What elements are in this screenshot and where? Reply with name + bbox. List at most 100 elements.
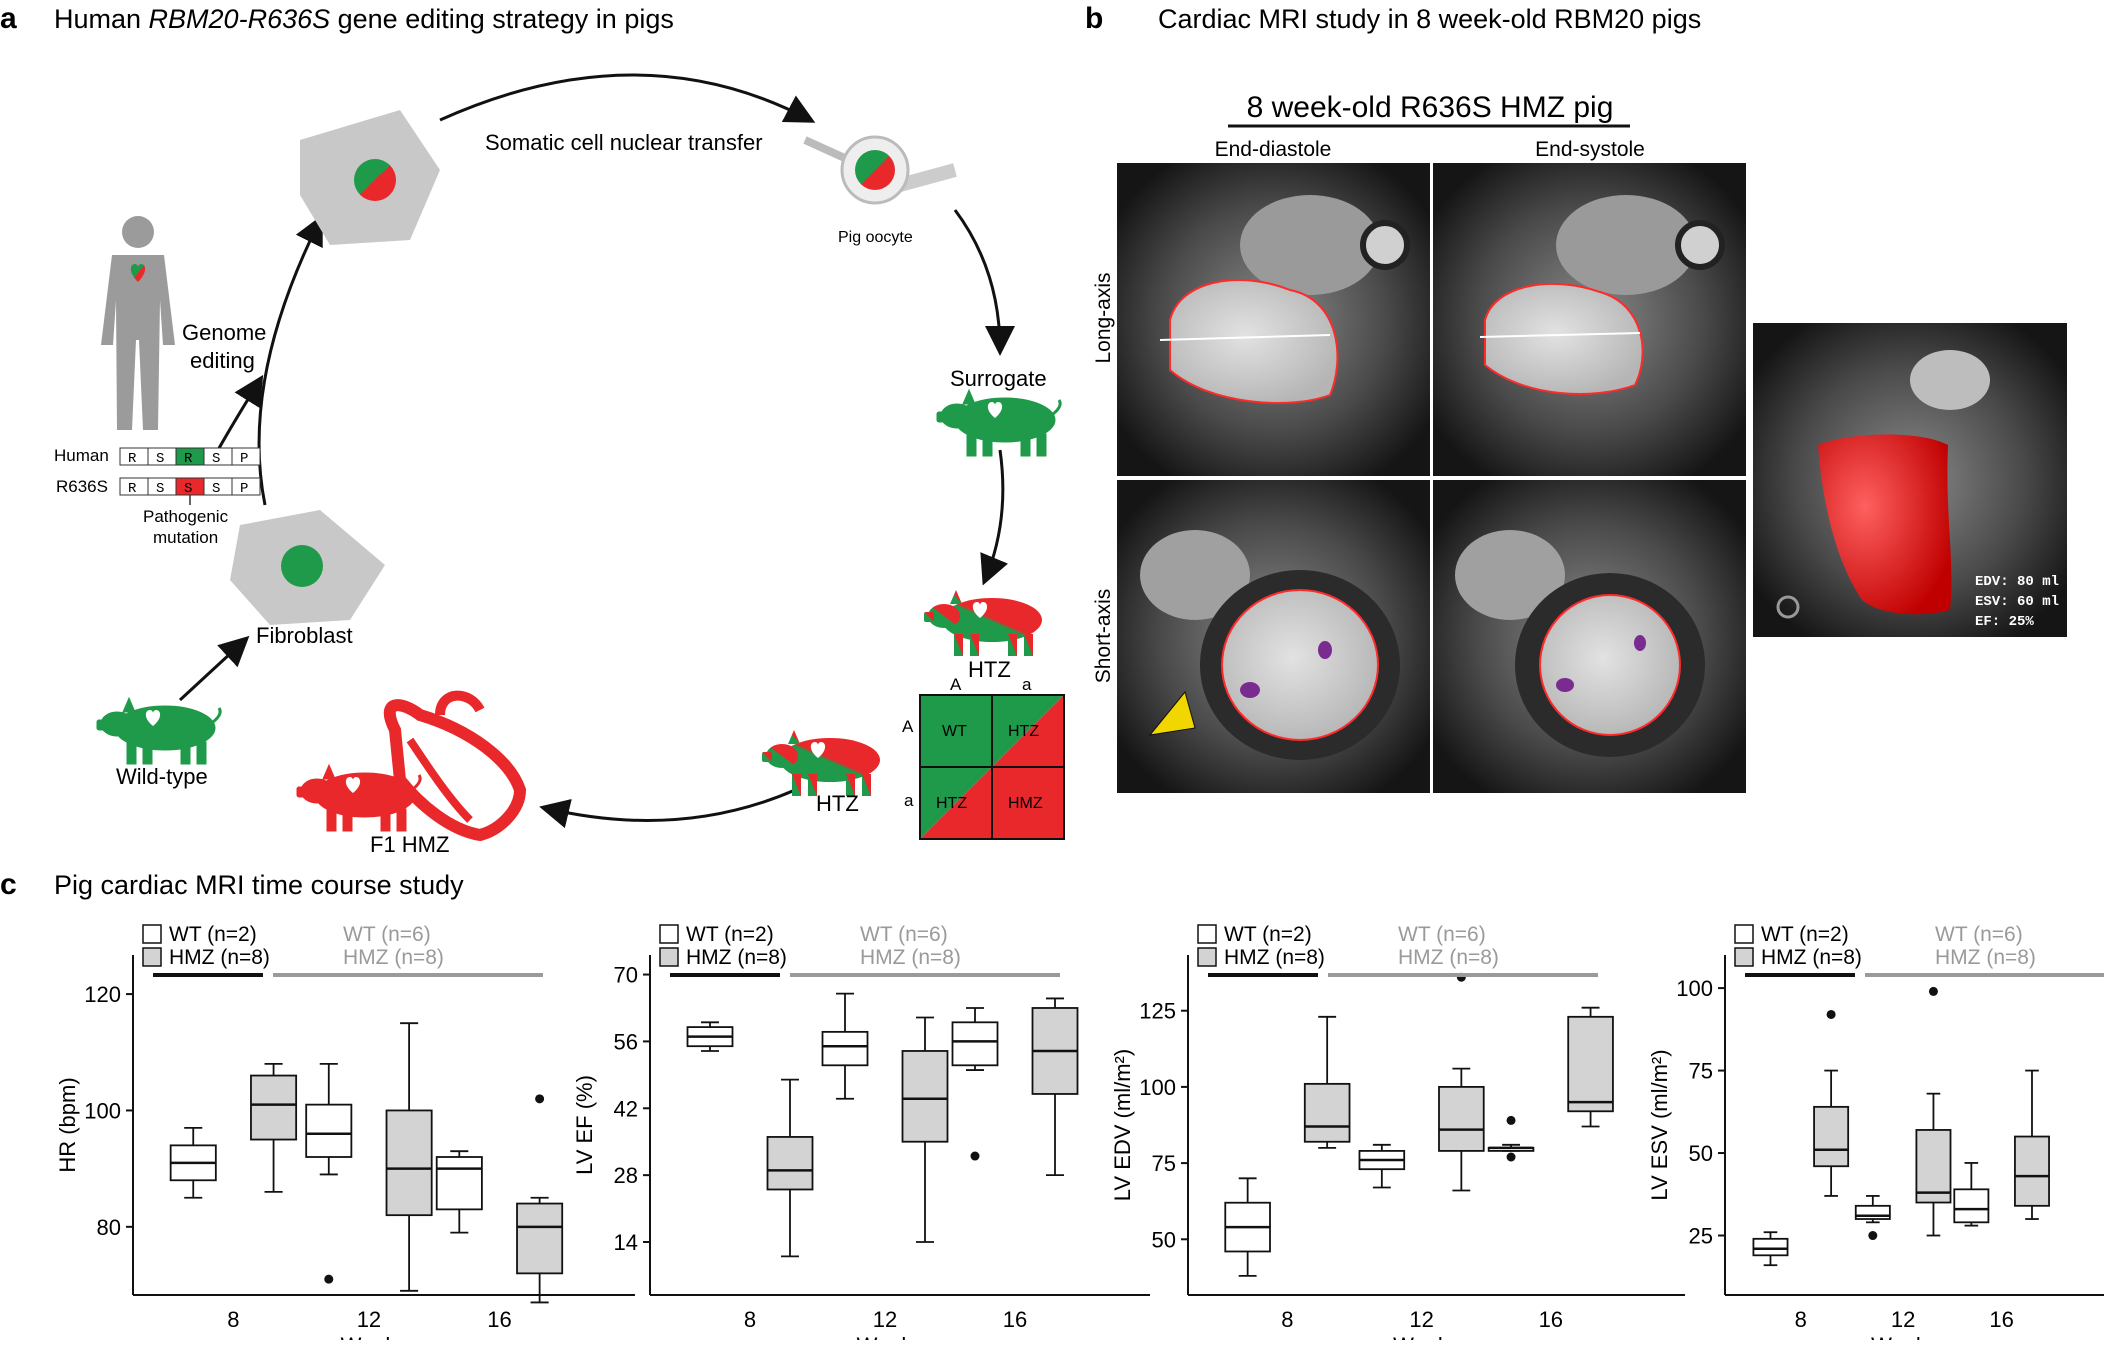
y-tick-label: 50	[1152, 1227, 1176, 1252]
mut-seq-4: S	[212, 481, 220, 497]
surrogate-pig	[935, 388, 1062, 458]
human-seq-1: R	[128, 451, 137, 467]
panel-c-title: Pig cardiac MRI time course study	[54, 870, 464, 900]
punnett-row-a1: A	[902, 717, 914, 736]
legend-hmz8: HMZ (n=8)	[169, 946, 270, 969]
arrow-to-htz	[980, 449, 1009, 586]
f1-hmz-label: F1 HMZ	[370, 832, 449, 857]
box-hmz	[385, 1109, 433, 1217]
htz-pig-left	[762, 730, 886, 796]
fibroblast-nucleus	[281, 545, 323, 587]
panel-b-title: Cardiac MRI study in 8 week-old RBM20 pi…	[1158, 4, 1701, 34]
x-axis-label: Weeks	[857, 1333, 924, 1340]
panel-a-title: Human RBM20-R636S gene editing strategy …	[54, 4, 674, 34]
outlier-point	[1506, 1152, 1516, 1162]
punnett-col-a1: A	[950, 675, 962, 694]
y-axis-label: HR (bpm)	[55, 1077, 80, 1172]
punnett-cell-hmz: HMZ	[1008, 795, 1043, 812]
arrow-to-surrogate	[953, 209, 1015, 356]
legend-wt6: WT (n=6)	[343, 923, 431, 946]
panel-c: c Pig cardiac MRI time course study 80 10…	[0, 868, 2104, 1345]
box-hmz	[901, 1050, 949, 1143]
outlier-point	[324, 1274, 334, 1284]
legend-hmz-swatch	[1197, 947, 1217, 967]
oocyte-label: Pig oocyte	[838, 229, 913, 246]
human-seq-4: S	[212, 451, 220, 467]
y-tick-label: 100	[84, 1098, 121, 1123]
y-axis-label: LV EF (%)	[572, 1075, 597, 1175]
box-wt	[435, 1156, 483, 1211]
y-tick-label: 120	[84, 982, 121, 1007]
x-tick-label: 16	[1539, 1307, 1563, 1332]
y-tick-label: 125	[1139, 999, 1176, 1024]
box-wt	[1854, 1204, 1891, 1220]
mut-seq-1: R	[128, 481, 137, 497]
punnett-square: A a A a WT HTZ HTZ HMZ	[902, 675, 1065, 840]
y-tick-label: 56	[614, 1029, 638, 1054]
x-tick-label: 12	[357, 1307, 381, 1332]
punnett-col-a2: a	[1022, 675, 1032, 694]
panel-a: a Human RBM20-R636S gene editing strateg…	[0, 2, 1065, 857]
short-axis-label: Short-axis	[1092, 589, 1115, 684]
x-tick-label: 8	[744, 1307, 756, 1332]
htz-top-label: HTZ	[968, 657, 1011, 682]
scnt-label: Somatic cell nuclear transfer	[485, 130, 763, 155]
y-tick-label: 100	[1676, 976, 1713, 1001]
punnett-cell-wt: WT	[942, 723, 967, 740]
end-diastole-label: End-diastole	[1215, 138, 1332, 161]
x-tick-label: 12	[1409, 1307, 1433, 1332]
panel-b-letter: b	[1085, 2, 1103, 35]
y-tick-label: 14	[614, 1230, 638, 1255]
x-axis-label: Weeks	[341, 1333, 408, 1340]
box-wt	[1752, 1237, 1789, 1257]
panel-c-letter: c	[0, 868, 17, 901]
outlier-point	[970, 1151, 980, 1161]
f1-hmz-heart	[383, 690, 527, 842]
y-tick-label: 70	[614, 963, 638, 988]
arrow-edit-to-cell	[257, 214, 323, 506]
arrow-wt-fibroblast	[178, 635, 250, 702]
end-systole-label: End-systole	[1535, 138, 1645, 161]
human-seq-5: P	[240, 451, 248, 467]
y-tick-label: 25	[1689, 1224, 1713, 1249]
edv-value: EDV: 80 ml	[1975, 574, 2059, 590]
box-hmz	[2014, 1135, 2050, 1207]
legend-hmz8b: HMZ (n=8)	[343, 946, 444, 969]
box-hmz	[1303, 1082, 1351, 1143]
legend-wt-swatch	[142, 924, 162, 944]
arrow-to-f1	[539, 788, 796, 829]
box-hmz	[516, 1202, 564, 1275]
legend-hmz8b: HMZ (n=8)	[1398, 946, 1499, 969]
mut-seq-5: P	[240, 481, 248, 497]
legend-wt2: WT (n=2)	[1761, 923, 1849, 946]
mri-short-axis-systole	[1433, 480, 1746, 793]
legend-wt-swatch	[1734, 924, 1754, 944]
x-tick-label: 8	[1281, 1307, 1293, 1332]
legend-hmz8: HMZ (n=8)	[686, 946, 787, 969]
outlier-point	[1506, 1115, 1516, 1125]
edited-nucleus	[354, 159, 396, 201]
mri-long-axis-diastole	[1117, 163, 1430, 476]
genome-editing-1: Genome	[182, 320, 266, 345]
mut-seq-2: S	[156, 481, 164, 497]
legend-wt2: WT (n=2)	[686, 923, 774, 946]
y-tick-label: 100	[1139, 1075, 1176, 1100]
panel-a-letter: a	[0, 2, 17, 35]
box-hmz	[1915, 1129, 1952, 1204]
legend-wt6: WT (n=6)	[860, 923, 948, 946]
x-axis-label: Weeks	[1393, 1333, 1460, 1340]
arrow-scnt	[439, 73, 816, 123]
legend-hmz8b: HMZ (n=8)	[1935, 946, 2036, 969]
box-hmz	[1438, 1086, 1485, 1152]
outlier-point	[535, 1094, 545, 1104]
human-seq-3: R	[184, 451, 193, 467]
mri-3d-volume: EDV: 80 ml ESV: 60 ml EF: 25%	[1753, 323, 2067, 637]
y-tick-label: 80	[97, 1215, 121, 1240]
y-tick-label: 28	[614, 1163, 638, 1188]
mri-long-axis-systole	[1433, 163, 1746, 476]
